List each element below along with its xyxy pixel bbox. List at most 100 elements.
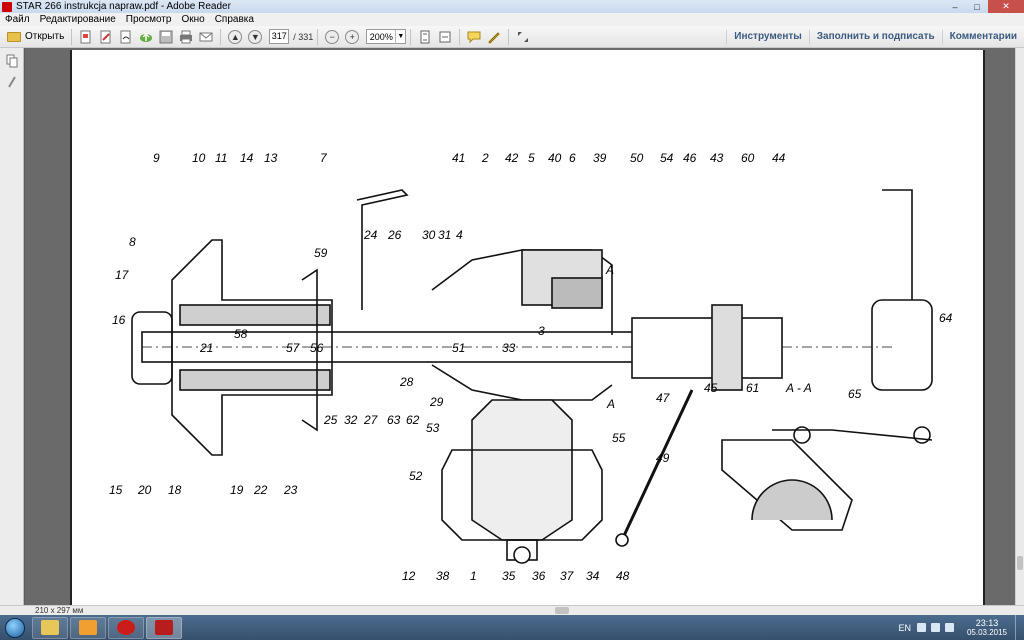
part-callout: 1 [470, 569, 477, 583]
chevron-down-icon[interactable]: ▼ [395, 30, 405, 43]
open-button[interactable]: Открыть [4, 30, 67, 43]
part-callout: 22 [253, 483, 268, 497]
part-callout: 21 [199, 341, 213, 355]
part-callout: 5 [528, 151, 535, 165]
save-icon[interactable] [158, 29, 174, 45]
part-callout: 26 [387, 228, 402, 242]
comment-icon[interactable] [466, 29, 482, 45]
part-callout: 54 [660, 151, 674, 165]
toolbar-separator [508, 28, 510, 45]
tools-link[interactable]: Инструменты [726, 30, 809, 44]
highlight-icon[interactable] [486, 29, 502, 45]
menu-bar: Файл Редактирование Просмотр Окно Справк… [0, 13, 1024, 26]
network-icon[interactable] [930, 623, 940, 632]
next-page-icon[interactable]: ▼ [247, 29, 263, 45]
create-pdf-icon[interactable] [78, 29, 94, 45]
toolbar-separator [220, 28, 222, 45]
menu-file[interactable]: Файл [5, 14, 30, 25]
part-callout: 19 [230, 483, 244, 497]
email-icon[interactable] [198, 29, 214, 45]
menu-edit[interactable]: Редактирование [39, 14, 116, 25]
vertical-scroll-thumb[interactable] [1017, 556, 1023, 570]
toolbar-separator [459, 28, 461, 45]
part-callout: 55 [612, 431, 626, 445]
part-callout: 44 [772, 151, 786, 165]
taskbar-media-player[interactable] [70, 616, 106, 639]
part-callout: 14 [240, 151, 254, 165]
show-desktop-button[interactable] [1015, 615, 1024, 640]
title-bar: STAR 266 instrukcja napraw.pdf - Adobe R… [0, 0, 1024, 13]
part-callout: 2 [481, 151, 489, 165]
fit-width-icon[interactable] [437, 29, 453, 45]
expand-icon[interactable] [515, 29, 531, 45]
maximize-button[interactable]: □ [974, 1, 980, 12]
part-callout: 20 [137, 483, 152, 497]
part-callout: 24 [363, 228, 378, 242]
part-callout: 48 [616, 569, 630, 583]
horizontal-scroll-thumb[interactable] [555, 607, 569, 614]
opera-icon [117, 620, 135, 635]
windows-orb-icon [5, 617, 25, 638]
flag-icon[interactable] [944, 623, 954, 632]
zoom-in-icon[interactable]: + [344, 29, 360, 45]
volume-icon[interactable] [916, 623, 926, 632]
part-callout: 51 [452, 341, 465, 355]
toolbar-right-links: Инструменты Заполнить и подписать Коммен… [726, 26, 1024, 48]
part-callout: 17 [115, 268, 130, 282]
part-callout: A [605, 263, 614, 277]
previous-page-icon[interactable]: ▲ [227, 29, 243, 45]
part-callout: 10 [192, 151, 206, 165]
attachments-icon[interactable] [4, 74, 20, 90]
sign-icon[interactable] [118, 29, 134, 45]
part-callout: 42 [505, 151, 519, 165]
taskbar-explorer[interactable] [32, 616, 68, 639]
part-callout: 59 [314, 246, 328, 260]
page-number-input[interactable]: 317 [269, 29, 290, 44]
part-callout: 41 [452, 151, 465, 165]
menu-view[interactable]: Просмотр [125, 14, 172, 25]
system-tray: EN 23:13 05.03.2015 [898, 615, 1024, 640]
part-callout: 34 [586, 569, 600, 583]
window-title: STAR 266 instrukcja napraw.pdf - Adobe R… [16, 1, 231, 12]
part-callout: 56 [310, 341, 324, 355]
menu-help[interactable]: Справка [214, 14, 254, 25]
taskbar-opera[interactable] [108, 616, 144, 639]
zoom-select[interactable]: 200% ▼ [366, 29, 407, 44]
part-callout: 25 [323, 413, 338, 427]
part-callout: 11 [215, 151, 227, 165]
left-nav-pane [0, 48, 24, 605]
page-thumbnails-icon[interactable] [4, 53, 20, 69]
fit-page-icon[interactable] [417, 29, 433, 45]
part-callout: 33 [502, 341, 516, 355]
part-callout: 6 [569, 151, 576, 165]
close-button[interactable]: ✕ [988, 0, 1024, 13]
part-callout: 32 [344, 413, 358, 427]
edit-pdf-icon[interactable] [98, 29, 114, 45]
part-callout: 53 [426, 421, 440, 435]
minimize-button[interactable]: – [952, 1, 958, 12]
part-callout: 13 [264, 151, 278, 165]
part-callout: 60 [741, 151, 755, 165]
taskbar-adobe-reader[interactable] [146, 616, 182, 639]
part-callout: 64 [939, 311, 953, 325]
vertical-scrollbar[interactable] [1015, 48, 1024, 605]
clock[interactable]: 23:13 05.03.2015 [967, 618, 1007, 638]
upload-cloud-icon[interactable] [138, 29, 154, 45]
part-callout: 43 [710, 151, 724, 165]
part-callout: 18 [168, 483, 182, 497]
comments-link[interactable]: Комментарии [941, 30, 1024, 44]
part-callout: 62 [406, 413, 420, 427]
part-callout: 16 [112, 313, 126, 327]
start-button[interactable] [0, 616, 30, 639]
menu-window[interactable]: Окно [181, 14, 205, 25]
fill-sign-link[interactable]: Заполнить и подписать [808, 30, 942, 44]
language-indicator[interactable]: EN [898, 622, 911, 633]
zoom-out-icon[interactable]: − [324, 29, 340, 45]
part-callout: 29 [429, 395, 444, 409]
print-icon[interactable] [178, 29, 194, 45]
explorer-icon [41, 620, 59, 635]
toolbar-separator [71, 28, 73, 45]
part-callout: 27 [363, 413, 379, 427]
part-callout: 36 [532, 569, 546, 583]
